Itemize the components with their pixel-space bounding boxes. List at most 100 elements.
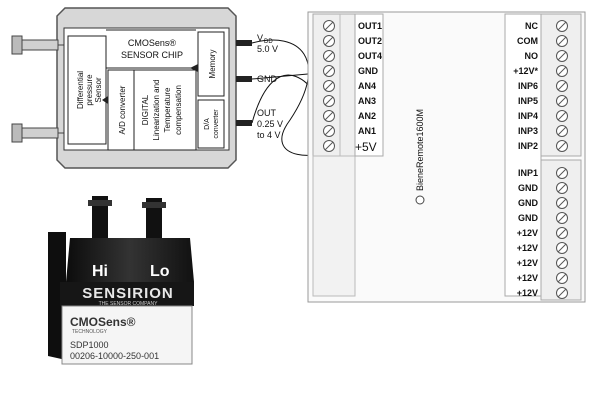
memory-label: Memory [208,50,217,79]
port-lo-label: Lo [150,263,170,280]
terminal-label-nc: NC [525,21,538,31]
ad-converter-label: A/D converter [118,85,127,134]
out-label: OUT [257,108,277,118]
screw-terminal[interactable] [556,272,568,284]
tech-sub: TECHNOLOGY [72,329,108,335]
terminal-label-gnd-1: GND [518,183,539,193]
out-range-high: to 4 V [257,130,281,140]
terminal-label-inp4: INP4 [518,111,538,121]
da-label-1: D/A [204,118,211,130]
screw-terminal[interactable] [556,227,568,239]
chip-title-line2: SENSOR CHIP [121,50,183,60]
terminal-label-12v-3: +12V [517,258,538,268]
vdd-label: V [257,33,263,43]
screw-terminal[interactable] [556,50,568,62]
sensor-body-top [66,238,194,282]
terminal-label-12v-4: +12V [517,273,538,283]
da-label-2: converter [213,109,220,139]
screw-terminal[interactable] [556,20,568,32]
terminal-label-out1: OUT1 [358,21,382,31]
vdd-subscript: DD [264,39,273,45]
linearization-label-4: compensation [174,85,183,135]
screw-terminal[interactable] [556,80,568,92]
sensor-label-sticker [61,305,193,365]
left-screws [323,20,335,152]
terminal-label-gnd-3: GND [518,213,539,223]
arrow-icon [190,64,198,72]
screw-terminal[interactable] [323,50,335,62]
screw-terminal[interactable] [556,35,568,47]
terminal-label-an3: AN3 [358,96,376,106]
left-lower-block [312,155,356,297]
port-hi-nozzle [92,196,108,240]
terminal-label-out2: OUT2 [358,36,382,46]
screw-terminal[interactable] [556,65,568,77]
memory-box [197,31,225,97]
linearization-label-2: Linearization and [152,80,161,141]
pressure-port-low-tube [11,123,68,143]
screw-terminal[interactable] [323,125,335,137]
right-screws [556,20,568,299]
terminal-label-an1: AN1 [358,126,376,136]
model-number: SDP1000 [70,340,109,350]
terminal-label-an4: AN4 [358,81,376,91]
terminal-label-inp6: INP6 [518,81,538,91]
da-converter-box [197,99,225,149]
linearization-box [133,69,197,151]
out-range-low: 0.25 V [257,119,283,129]
terminal-label-12v-2: +12V [517,243,538,253]
screw-terminal[interactable] [323,80,335,92]
screw-terminal[interactable] [556,140,568,152]
left-label-strip [354,13,384,157]
port-hi-label: Hi [92,263,108,280]
terminal-label-no: NO [525,51,539,61]
sensor-label-line3: Sensor [94,77,103,103]
differential-sensor-box [67,35,107,145]
screw-terminal[interactable] [323,35,335,47]
screw-terminal[interactable] [323,20,335,32]
terminal-label-inp2: INP2 [518,141,538,151]
sensor-label-line1: Differential [76,71,85,109]
screw-terminal[interactable] [323,110,335,122]
screw-terminal[interactable] [556,167,568,179]
terminal-label-com: COM [517,36,538,46]
sensor-label-line2: pressure [85,74,94,106]
part-number: 00206-10000-250-001 [70,351,159,361]
screw-terminal[interactable] [556,212,568,224]
terminal-label-plus5v: +5V [355,140,377,154]
screw-terminal[interactable] [556,95,568,107]
arrow-icon [102,96,108,104]
screw-terminal[interactable] [556,182,568,194]
linearization-label-1: DIGITAL [141,94,150,125]
pin-out [236,120,252,126]
sensor-module-diagram: Differential pressure Sensor CMOSens® SE… [11,7,283,169]
screw-terminal[interactable] [556,110,568,122]
terminal-label-gnd: GND [358,66,379,76]
pin-vdd [236,40,252,46]
ad-converter-box [107,69,135,151]
brand-tagline: THE SENSOR COMPANY [99,301,158,307]
terminal-label-12v-1: +12V [517,228,538,238]
biene-board: OUT1 OUT2 OUT4 GND AN4 AN3 AN2 AN1 +5V B… [307,11,586,303]
screw-terminal[interactable] [556,125,568,137]
terminal-label-gnd-2: GND [518,198,539,208]
pin-gnd [236,76,252,82]
terminal-label-inp3: INP3 [518,126,538,136]
pressure-port-high-tube [11,35,68,55]
screw-terminal[interactable] [556,257,568,269]
vdd-value: 5.0 V [257,44,278,54]
screw-terminal[interactable] [556,287,568,299]
screw-terminal[interactable] [556,242,568,254]
tech-logo: CMOSens® [70,315,136,329]
screw-terminal[interactable] [323,65,335,77]
sensor-brand-band [60,282,194,306]
terminal-label-out4: OUT4 [358,51,382,61]
led-icon [415,195,425,205]
screw-terminal[interactable] [323,95,335,107]
brand-name: SENSIRION [82,285,174,302]
screw-terminal[interactable] [323,140,335,152]
screw-terminal[interactable] [556,197,568,209]
gnd-label: GND [257,74,278,84]
linearization-label-3: Temperature [163,87,172,132]
